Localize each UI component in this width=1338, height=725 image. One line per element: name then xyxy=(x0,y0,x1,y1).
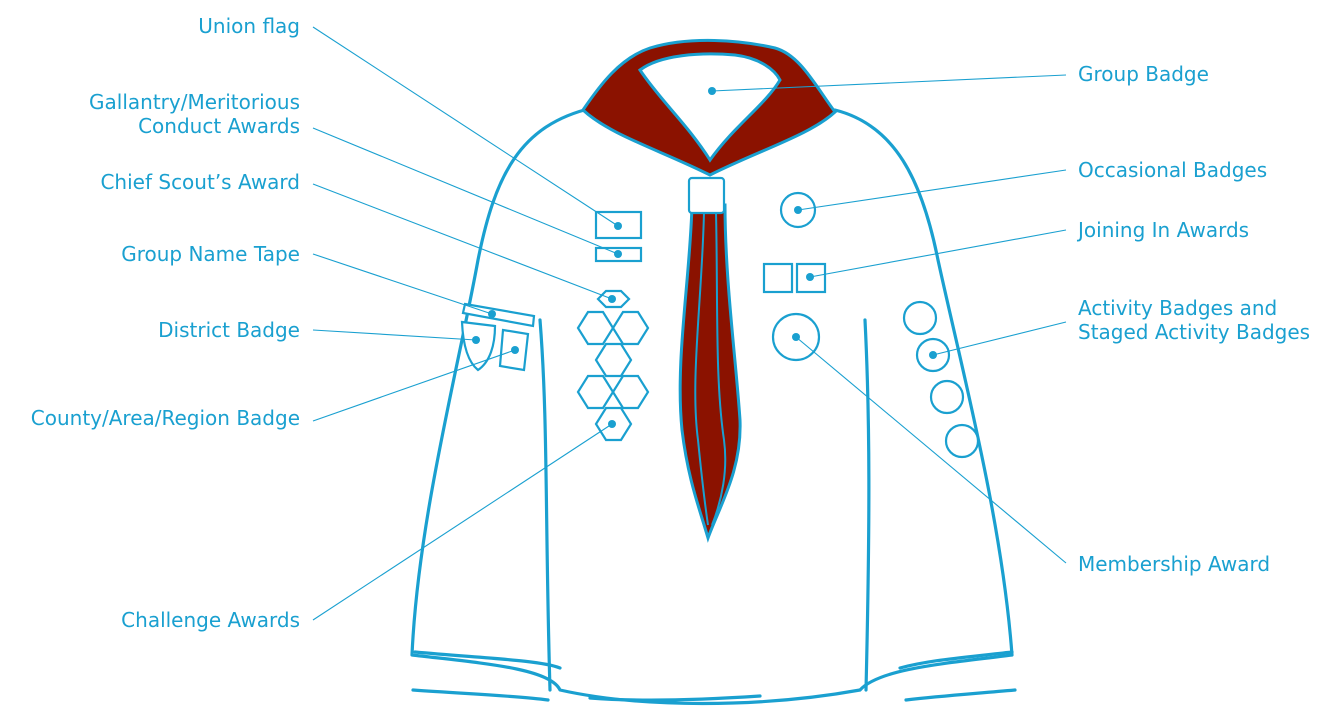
label-joining-in-awards: Joining In Awards xyxy=(1078,218,1249,242)
challenge-award-hex-3 xyxy=(596,344,631,376)
neckerchief-tail xyxy=(680,205,740,538)
label-occasional-badges: Occasional Badges xyxy=(1078,158,1267,182)
activity-badge-1 xyxy=(904,302,936,334)
activity-badge-4 xyxy=(946,425,978,457)
leader-county-badge xyxy=(313,350,515,421)
leader-group-name-tape xyxy=(313,254,492,314)
dot-group-name-tape xyxy=(488,310,496,318)
dot-union-flag xyxy=(614,222,622,230)
left-sleeve-seam xyxy=(540,320,550,690)
dot-chief-scout xyxy=(608,295,616,303)
right-cuff xyxy=(900,652,1015,700)
label-group-badge: Group Badge xyxy=(1078,62,1209,86)
joining-in-award-badge-1 xyxy=(764,264,792,292)
label-membership-award: Membership Award xyxy=(1078,552,1270,576)
dot-district-badge xyxy=(472,336,480,344)
leader-gallantry xyxy=(313,128,618,254)
leader-district-badge xyxy=(313,330,476,340)
label-challenge-awards: Challenge Awards xyxy=(121,608,300,632)
dot-joining-in xyxy=(806,273,814,281)
leader-chief-scout xyxy=(313,184,612,299)
label-activity-line1: Activity Badges and xyxy=(1078,296,1310,320)
dot-gallantry xyxy=(614,250,622,258)
leader-challenge-awards xyxy=(313,424,612,620)
label-gallantry-line1: Gallantry/Meritorious xyxy=(89,90,300,114)
challenge-award-hex-5 xyxy=(613,376,648,408)
label-union-flag: Union flag xyxy=(198,14,300,38)
label-county-area-region-badge: County/Area/Region Badge xyxy=(31,406,300,430)
activity-badge-3 xyxy=(931,381,963,413)
leader-union-flag xyxy=(313,27,618,226)
challenge-award-hex-2 xyxy=(613,312,648,344)
dot-membership-award xyxy=(792,333,800,341)
label-activity-badges: Activity Badges and Staged Activity Badg… xyxy=(1078,296,1310,344)
label-group-name-tape: Group Name Tape xyxy=(121,242,300,266)
label-district-badge: District Badge xyxy=(158,318,300,342)
label-activity-line2: Staged Activity Badges xyxy=(1078,320,1310,344)
dot-challenge-awards xyxy=(608,420,616,428)
dot-activity-badges xyxy=(929,351,937,359)
dot-county-badge xyxy=(511,346,519,354)
label-gallantry-awards: Gallantry/Meritorious Conduct Awards xyxy=(89,90,300,138)
right-sleeve-seam xyxy=(865,320,869,690)
challenge-award-hex-4 xyxy=(578,376,613,408)
dot-group-badge xyxy=(708,87,716,95)
leader-joining-in xyxy=(810,230,1066,277)
challenge-award-hex-1 xyxy=(578,312,613,344)
woggle xyxy=(689,178,724,213)
leader-occasional-badges xyxy=(798,170,1066,210)
label-chief-scout-award: Chief Scout’s Award xyxy=(100,170,300,194)
dot-occasional-badges xyxy=(794,206,802,214)
label-gallantry-line2: Conduct Awards xyxy=(89,114,300,138)
shirt-hem xyxy=(590,696,760,700)
